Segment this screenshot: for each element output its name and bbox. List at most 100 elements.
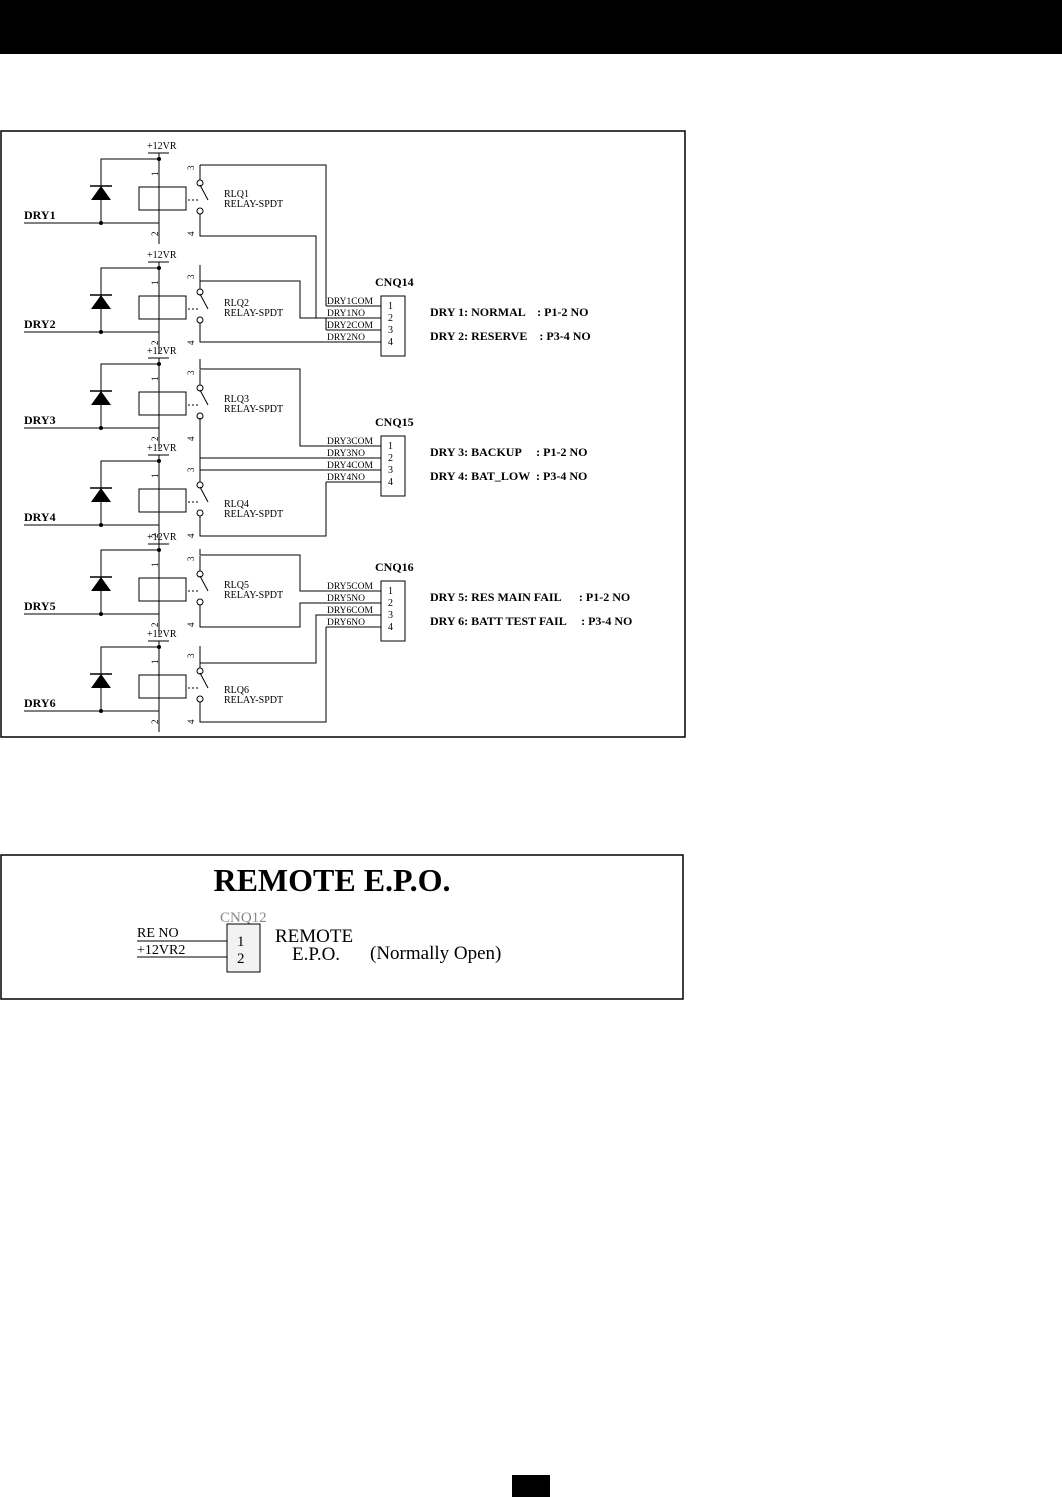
diode-wire	[100, 363, 159, 428]
contact-pin-label: 3	[186, 370, 196, 375]
diode-wire	[100, 158, 159, 223]
input-label-dry3: DRY3	[24, 413, 56, 427]
junction-dot	[157, 645, 161, 649]
signal-label: DRY6NO	[327, 618, 365, 628]
route-wire	[199, 265, 327, 330]
input-label-dry4: DRY4	[24, 510, 56, 524]
diode-symbol	[91, 295, 111, 309]
relay-ref: RLQ5	[224, 580, 249, 591]
signal-label: DRY5NO	[327, 594, 365, 604]
relay-part: RELAY-SPDT	[224, 695, 283, 706]
coil-pin-label: 2	[150, 341, 160, 346]
input-label-dry6: DRY6	[24, 696, 56, 710]
signal-label: DRY1NO	[327, 309, 365, 319]
relay-ref: RLQ2	[224, 298, 249, 309]
signal-label: DRY2COM	[327, 321, 373, 331]
epo-connector-body	[226, 923, 261, 973]
relay-coil	[138, 488, 187, 513]
switch-arm	[199, 184, 209, 201]
contact-pin-label: 3	[186, 165, 196, 170]
epo-signal-2: +12VR2	[137, 943, 185, 958]
relay-part: RELAY-SPDT	[224, 404, 283, 415]
connector-pin: 4	[388, 477, 393, 488]
epo-pin-1: 1	[237, 934, 245, 950]
contact-pin-label: 4	[186, 622, 196, 627]
relay-ref: RLQ6	[224, 685, 249, 696]
function-note: DRY 2: RESERVE : P3-4 NO	[430, 329, 591, 343]
connector-pin: 2	[388, 598, 393, 609]
epo-mode: (Normally Open)	[370, 943, 501, 964]
epo-pin-2: 2	[237, 951, 245, 967]
diode-wire	[100, 549, 159, 614]
contact-terminal	[196, 598, 204, 606]
connector-body	[380, 580, 406, 642]
relay-part: RELAY-SPDT	[224, 308, 283, 319]
switch-arm	[199, 293, 209, 310]
contact-terminal	[196, 316, 204, 324]
function-note: DRY 5: RES MAIN FAIL : P1-2 NO	[430, 590, 630, 604]
connector-name: CNQ16	[375, 560, 414, 574]
input-label-dry5: DRY5	[24, 599, 56, 613]
remote-epo-panel: REMOTE E.P.O. CNQ12 1 2 RE NO +12VR2 REM…	[0, 854, 685, 1000]
route-wire	[199, 456, 326, 471]
coil-pin-label: 2	[150, 437, 160, 442]
function-note: DRY 3: BACKUP : P1-2 NO	[430, 445, 587, 459]
function-note: DRY 1: NORMAL : P1-2 NO	[430, 305, 588, 319]
coil-pin-label: 2	[150, 720, 160, 725]
junction-dot	[157, 266, 161, 270]
relay-ref: RLQ3	[224, 394, 249, 405]
diode-wire	[100, 267, 159, 332]
contact-terminal	[196, 695, 204, 703]
connector-pin: 3	[388, 465, 393, 476]
junction-dot	[157, 362, 161, 366]
switch-arm	[199, 389, 209, 406]
relay-part: RELAY-SPDT	[224, 509, 283, 520]
epo-signal-1: RE NO	[137, 926, 179, 941]
signal-label: DRY4COM	[327, 461, 373, 471]
contact-pin-label: 4	[186, 533, 196, 538]
relay-coil	[138, 391, 187, 416]
route-wire	[199, 627, 327, 723]
contact-pin-label: 4	[186, 436, 196, 441]
route-wire	[199, 549, 326, 592]
junction-dot	[157, 157, 161, 161]
diode-symbol	[91, 577, 111, 591]
epo-label-line2: E.P.O.	[292, 944, 340, 965]
signal-label: DRY6COM	[327, 606, 373, 616]
signal-label: DRY4NO	[327, 473, 365, 483]
coil-pin-label: 1	[150, 563, 160, 568]
switch-arm	[199, 575, 209, 592]
relay-ref: RLQ1	[224, 189, 249, 200]
relay-coil	[138, 186, 187, 211]
relay-schematic-svg: +12VR12DRY134RLQ1RELAY-SPDT+12VR12DRY234…	[0, 130, 686, 738]
contact-pin-label: 3	[186, 467, 196, 472]
relay-part: RELAY-SPDT	[224, 199, 283, 210]
route-wire	[199, 418, 326, 459]
route-wire	[199, 482, 327, 537]
header-bar	[0, 0, 1062, 54]
signal-label: DRY1COM	[327, 297, 373, 307]
input-label-dry2: DRY2	[24, 317, 56, 331]
contact-pin-label: 4	[186, 719, 196, 724]
contact-pin-label: 4	[186, 231, 196, 236]
supply-label: +12VR	[147, 443, 177, 454]
connector-pin: 4	[388, 622, 393, 633]
supply-label: +12VR	[147, 250, 177, 261]
epo-title: REMOTE E.P.O.	[213, 862, 450, 898]
route-wire	[200, 164, 327, 306]
route-wire	[199, 359, 326, 447]
coil-pin-label: 1	[150, 474, 160, 479]
connector-body	[380, 295, 406, 357]
relay-coil	[138, 577, 187, 602]
contact-terminal	[196, 509, 204, 517]
contact-pin-label: 3	[186, 653, 196, 658]
coil-pin-label: 1	[150, 281, 160, 286]
